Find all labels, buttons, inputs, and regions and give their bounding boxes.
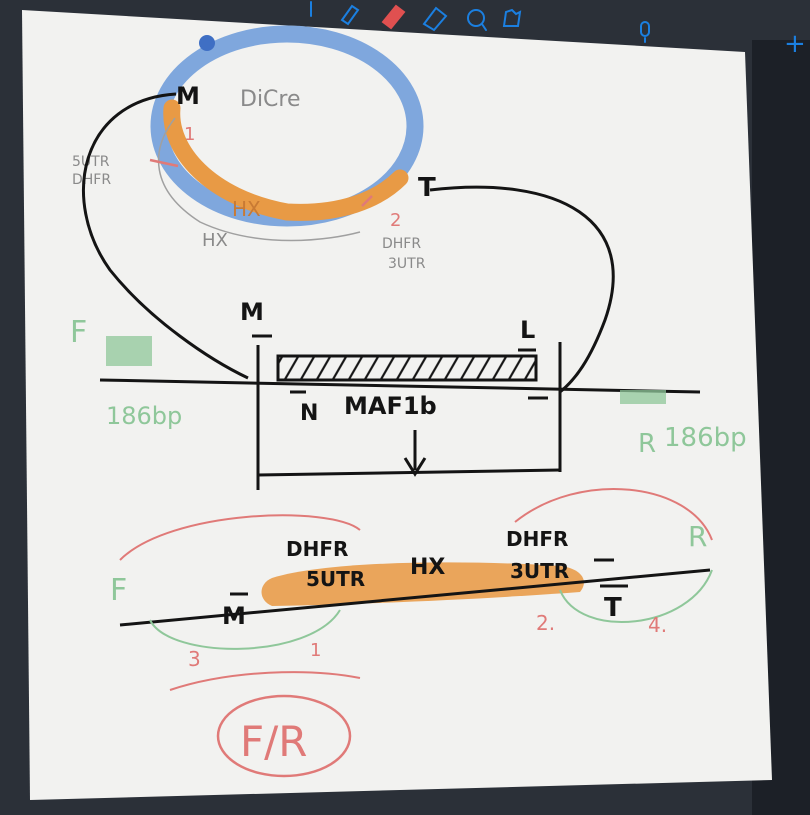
bracket-right-top	[514, 487, 713, 541]
plasmid-marker-1: 1	[184, 124, 195, 145]
toolbar: +	[310, 1, 806, 59]
product-label-r: R	[688, 520, 707, 553]
lasso-tool-icon[interactable]	[467, 9, 487, 31]
gene-name: MAF1b	[344, 392, 437, 420]
plasmid-label-m: M	[176, 82, 200, 110]
deletion-arrow-head	[403, 457, 427, 477]
genome-label-l: L	[520, 316, 535, 344]
plasmid-label-t: T	[418, 173, 436, 203]
product-label-m: M	[222, 602, 246, 630]
left-homology-size: 186bp	[106, 402, 182, 430]
product-label-f: F	[110, 573, 127, 608]
plasmid-right-note-2: 3UTR	[388, 256, 426, 272]
maf1b-gene-box	[276, 354, 538, 382]
downstream-label-1: DHFR	[506, 527, 568, 551]
genome-label-n: N	[300, 401, 318, 426]
crossover-line-left	[81, 92, 249, 380]
eraser-tool-icon[interactable]	[422, 6, 448, 32]
plasmid-origin-dot	[199, 35, 215, 51]
mic-tool-icon[interactable]	[640, 21, 650, 43]
pair-circle	[216, 694, 352, 778]
genome-label-m: M	[240, 298, 264, 326]
downstream-label-2: 3UTR	[510, 559, 569, 583]
recombined-product: F R M T DHFR 5UTR HX DHFR 3UTR 1 2. 3 4.…	[110, 487, 713, 778]
left-primer-label: F	[70, 315, 87, 350]
plasmid-bracket	[157, 117, 361, 242]
bracket-bottom-span	[169, 671, 361, 691]
plasmid-orange-segment	[163, 99, 409, 221]
product-num-4: 4.	[648, 613, 667, 637]
bracket-left-top	[119, 514, 361, 561]
insert-highlight	[261, 562, 584, 606]
genomic-locus: F 186bp R 186bp M L N MAF1b	[70, 298, 747, 490]
plasmid-left-note-1: 5UTR	[72, 154, 110, 170]
highlighter-tool-icon[interactable]	[381, 4, 406, 30]
right-homology-arm	[620, 390, 666, 404]
right-homology-size: 186bp	[664, 423, 747, 453]
hand-tool-icon[interactable]	[502, 8, 522, 27]
left-homology-arm	[106, 336, 152, 366]
plasmid-marker-2: 2	[390, 210, 401, 231]
upstream-label-2: 5UTR	[306, 567, 365, 591]
crossover-line-right	[429, 185, 615, 394]
bracket-right-bottom	[559, 569, 713, 624]
plasmid-red-tick-left	[149, 158, 179, 168]
upstream-label-1: DHFR	[286, 537, 348, 561]
plasmid-left-note-2: DHFR	[72, 172, 111, 188]
middle-label: HX	[410, 555, 445, 580]
right-primer-label: R	[638, 429, 656, 459]
product-line	[119, 568, 711, 627]
marker-tool-icon[interactable]	[340, 4, 360, 26]
product-num-3: 3	[188, 647, 201, 671]
plasmid-bottom-label: HX	[202, 230, 228, 251]
product-label-t: T	[604, 593, 622, 623]
plasmid-orange-label: HX	[232, 197, 261, 221]
plasmid-name: DiCre	[240, 87, 301, 112]
product-num-2: 2.	[536, 611, 555, 635]
recombination-lines	[81, 92, 615, 394]
bracket-left-bottom	[149, 609, 341, 650]
pair-label: F/R	[240, 717, 308, 766]
plasmid-diagram: M DiCre T 1 2 5UTR DHFR HX HX DHFR 3UTR	[72, 25, 436, 272]
plasmid-red-tick-right	[361, 195, 373, 207]
plasmid-right-note-1: DHFR	[382, 236, 421, 252]
deletion-bracket	[257, 468, 561, 477]
product-num-1: 1	[310, 640, 321, 661]
add-tool-icon[interactable]: +	[784, 29, 806, 59]
genome-line	[99, 378, 701, 394]
